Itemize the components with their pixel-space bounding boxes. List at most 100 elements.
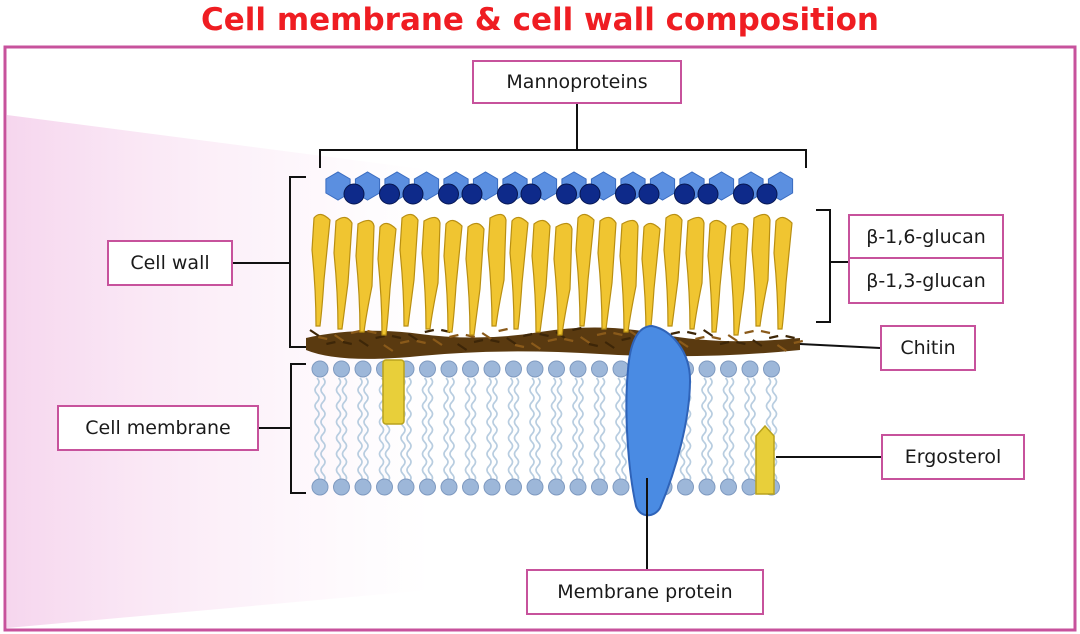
lipid-head [440,360,458,378]
lipid-tail [320,377,326,483]
chitin-fiber [333,334,345,342]
mannoprotein-layer [325,171,794,205]
chitin-fiber [522,332,533,338]
lipid-head [311,478,329,496]
mannoprotein-sphere [733,183,754,205]
lipid-tail [363,377,369,483]
lipid-tail [744,377,750,483]
chitin-fiber [473,338,484,344]
lipid-tail [572,377,578,483]
lipid-head [569,478,587,496]
lipid-head [548,478,565,496]
glucan-strand [619,219,639,333]
lipid-head [505,478,522,496]
lipid-head [569,360,587,378]
glucan-layer [311,213,793,336]
chitin-fiber [670,330,681,336]
label-beta-1-6-glucan: β-1,6-glucan [848,214,1004,258]
chitin-fiber [768,334,779,340]
label-mannoproteins: Mannoproteins [472,60,682,104]
lipid-head [354,478,372,496]
glucan-strand [597,216,617,330]
chitin-fiber [432,338,443,346]
label-ergosterol: Ergosterol [881,434,1025,480]
chitin-fiber [695,335,705,341]
glucan-strand [355,219,375,333]
glucan-strand [685,216,705,330]
chitin-fiber [350,329,361,335]
glucan-strand [311,213,331,327]
chitin-fiber [702,329,714,337]
lipid-tail [535,377,541,483]
glucan-strand [773,216,793,330]
lipid-tail [427,377,434,483]
glucan-strand [663,213,683,327]
lipid-head [720,478,737,496]
glucan-strand [399,213,419,327]
lipid-tail [314,377,320,483]
ergosterol-molecule [755,424,775,495]
chitin-fiber [490,338,500,344]
label-chitin: Chitin [880,325,976,371]
chitin-fiber [407,333,419,341]
label-cell-wall: Cell wall [107,240,233,286]
glucan-strand [377,222,397,336]
mannoprotein-sphere [402,183,424,205]
lipid-head [591,360,608,378]
lipid-tail [707,377,713,483]
mannoprotein-sphere [638,183,660,205]
lipid-tail [335,377,342,483]
glucan-strand [751,213,771,327]
lipid-head [720,360,737,378]
chitin-fiber [760,329,771,335]
chitin-fiber [424,328,435,334]
lipid-tail [406,377,412,483]
chitin-fiber [530,342,542,350]
chitin-fiber [711,335,722,341]
lipid-head [483,360,501,378]
mannoprotein-sphere [579,183,601,205]
lipid-head [483,478,501,496]
lipid-tail [470,377,477,483]
chitin-fiber [342,340,353,346]
lipid-head [462,478,479,496]
lipid-tail [513,377,520,483]
chitin-fiber [506,337,517,345]
glucan-strand [641,222,661,336]
chitin-fiber [416,339,426,345]
chitin-fiber [367,329,377,335]
chitin-fiber [604,341,615,349]
chitin-fiber [678,340,689,348]
chitin-fiber [785,334,795,340]
chitin-fiber [391,334,402,340]
lipid-head [763,360,780,378]
lipid-head [526,478,544,496]
chitin-fiber [375,334,385,340]
glucan-strand [333,216,353,330]
lipid-tail [529,377,535,483]
lipid-tail [556,377,563,483]
chitin-fiber [399,339,410,345]
mannoprotein-sphere [520,183,542,205]
glucan-bracket [816,209,831,323]
lipid-head [440,478,458,496]
chitin-connector [799,343,881,349]
chitin-fiber [621,336,631,342]
mannoprotein-sphere [497,183,518,205]
lipid-tail [443,377,449,483]
lipid-head [311,360,329,378]
mannoprotein-sphere [343,183,365,205]
glucan-strand [729,222,749,336]
lipid-head [698,478,716,496]
lipid-tail [550,377,557,483]
lipid-tail [599,377,606,483]
lipid-tail [341,377,348,483]
chitin-fiber [776,344,788,352]
lipid-tail [593,377,600,483]
lipid-tail [507,377,514,483]
lipid-tail [771,377,778,483]
chitin-fiber [719,340,730,346]
lipid-tail [701,377,707,483]
lipid-head [354,360,372,378]
